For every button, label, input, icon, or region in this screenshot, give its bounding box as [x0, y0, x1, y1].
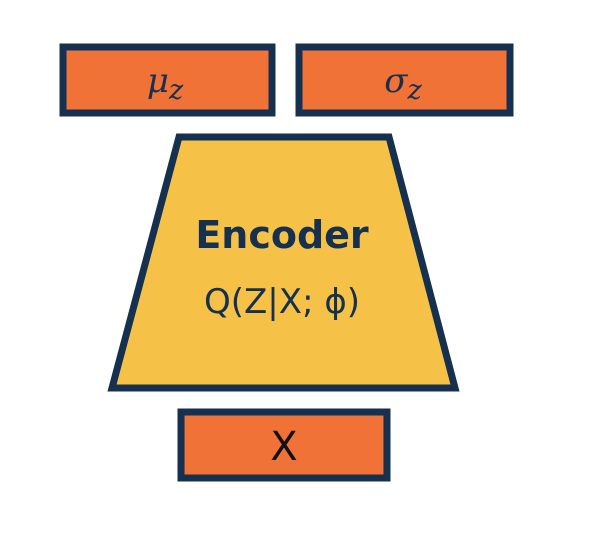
formula-phi: ϕ — [324, 282, 346, 322]
input-box — [177, 408, 391, 482]
mu-output-node: μz — [59, 43, 276, 117]
mu-subscript: z — [168, 75, 184, 106]
mu-output-box — [59, 43, 276, 117]
encoder-formula: Q(Z|X; ϕ) — [204, 282, 360, 322]
sigma-output-box — [295, 43, 514, 117]
sigma-symbol: σ — [384, 61, 408, 101]
sigma-output-node: σz — [295, 43, 514, 117]
input-label: X — [270, 424, 297, 470]
mu-symbol: μ — [147, 61, 169, 101]
mu-output-label: μz — [147, 61, 184, 106]
input-node: X — [177, 408, 391, 482]
formula-suffix: ) — [347, 282, 360, 322]
encoder-node: Encoder Q(Z|X; ϕ) — [107, 133, 460, 392]
formula-prefix: Q( — [204, 282, 244, 322]
formula-mid: | — [267, 282, 278, 322]
encoder-title: Encoder — [195, 213, 369, 257]
sigma-output-label: σz — [384, 61, 422, 106]
encoder-trapezoid — [107, 133, 460, 392]
formula-x: X — [279, 282, 302, 322]
sigma-subscript: z — [406, 75, 422, 106]
formula-sep: ; — [302, 282, 324, 322]
formula-z: Z — [244, 282, 267, 322]
